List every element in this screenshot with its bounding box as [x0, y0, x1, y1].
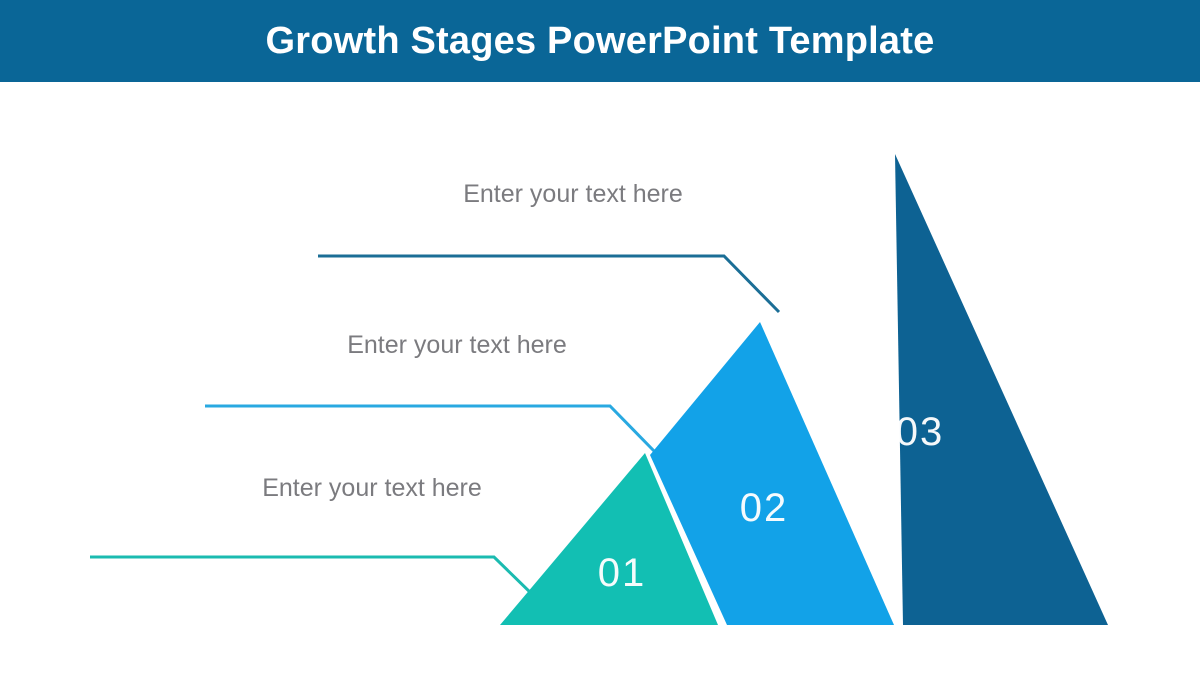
stage-triangle-3[interactable] [895, 154, 1108, 625]
stage-caption-1[interactable]: Enter your text here [262, 474, 482, 502]
stage-number-3: 03 [895, 410, 945, 454]
stage-number-1: 01 [597, 551, 647, 595]
connector-line-stage-2 [205, 404, 657, 454]
connector-line-stage-1 [90, 555, 538, 600]
connector-line-stage-3 [318, 254, 781, 314]
stage-triangle-2[interactable] [650, 322, 894, 625]
stage-caption-2[interactable]: Enter your text here [347, 331, 567, 359]
page-title: Growth Stages PowerPoint Template [265, 20, 935, 62]
stage-number-2: 02 [739, 486, 789, 530]
stage-triangle-1[interactable] [500, 453, 718, 625]
stage-caption-3[interactable]: Enter your text here [463, 180, 683, 208]
slide-header-band: Growth Stages PowerPoint Template [0, 0, 1200, 82]
